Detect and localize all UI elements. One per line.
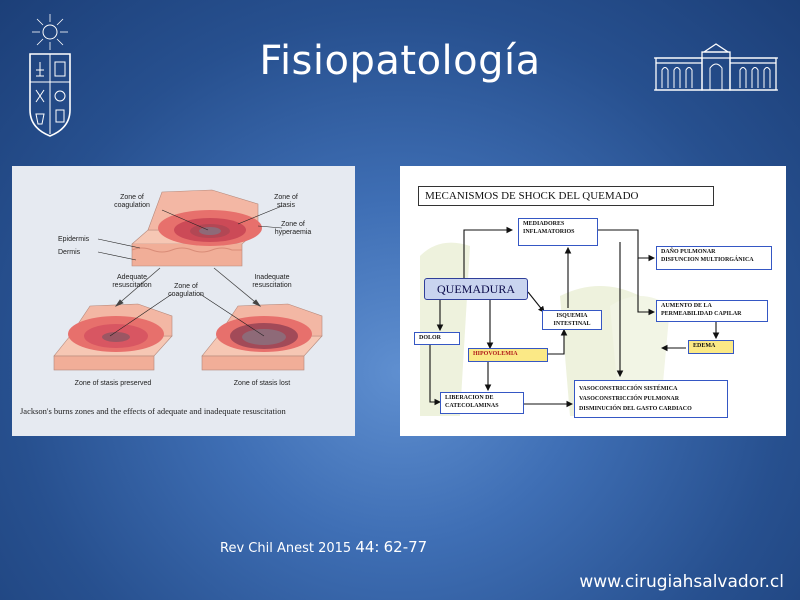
citation: Rev Chil Anest 2015 44: 62-77 <box>220 538 427 556</box>
figure-caption: Jackson's burns zones and the effects of… <box>20 406 286 416</box>
building-logo <box>654 43 778 91</box>
box-isquemia-intestinal: ISQUEMIA INTESTINAL <box>542 310 602 330</box>
label-zone-hyperaemia: Zone of hyperaemia <box>274 221 312 236</box>
label-adequate-resuscitation: Adequate resuscitation <box>112 274 152 289</box>
label-zone-coagulation-mid: Zone of coagulation <box>168 283 204 298</box>
skin-block-inadequate <box>201 303 323 371</box>
skin-block-top <box>131 189 262 267</box>
footer-url: www.cirugiahsalvador.cl <box>579 572 784 592</box>
burn-zones-figure: Zone of coagulation Zone of stasis Zone … <box>12 166 355 436</box>
box-dolor: DOLOR <box>414 332 460 345</box>
label-epidermis: Epidermis <box>58 236 90 243</box>
box-dano-pulmonar: DAÑO PULMONAR DISFUNCION MULTIORGÁNICA <box>656 246 772 270</box>
box-liberacion-catecolaminas: LIBERACION DE CATECOLAMINAS <box>440 392 524 414</box>
slide-title: Fisiopatología <box>259 38 541 84</box>
university-logo <box>29 14 71 137</box>
label-inadequate-resuscitation: Inadequate resuscitation <box>252 274 292 289</box>
citation-separator: : <box>374 538 380 556</box>
box-aumento-permeabilidad: AUMENTO DE LA PERMEABILIDAD CAPILAR <box>656 300 768 322</box>
label-stasis-preserved: Zone of stasis preserved <box>74 380 152 387</box>
citation-volume: 44 <box>355 538 375 556</box>
label-dermis: Dermis <box>58 249 81 256</box>
box-mediadores-inflamatorios: MEDIADORES INFLAMATORIOS <box>518 218 598 246</box>
shock-mechanisms-diagram: MECANISMOS DE SHOCK DEL QUEMADO QUEMADUR… <box>400 166 786 436</box>
box-vasoconstriccion: VASOCONSTRICCIÓN SISTÉMICA VASOCONSTRICC… <box>574 380 728 418</box>
label-zone-stasis: Zone of stasis <box>274 194 298 209</box>
citation-pages: 62-77 <box>383 538 428 556</box>
skin-block-adequate <box>53 303 173 371</box>
label-stasis-lost: Zone of stasis lost <box>233 380 291 387</box>
box-hipovolemia: HIPOVOLEMIA <box>468 348 548 362</box>
burn-zones-illustration <box>53 189 323 371</box>
label-zone-coagulation-top: Zone of coagulation <box>114 194 150 209</box>
box-quemadura: QUEMADURA <box>424 278 528 300</box>
citation-journal: Rev Chil Anest 2015 <box>220 541 352 556</box>
diagram-title: MECANISMOS DE SHOCK DEL QUEMADO <box>418 186 714 206</box>
box-edema: EDEMA <box>688 340 734 354</box>
